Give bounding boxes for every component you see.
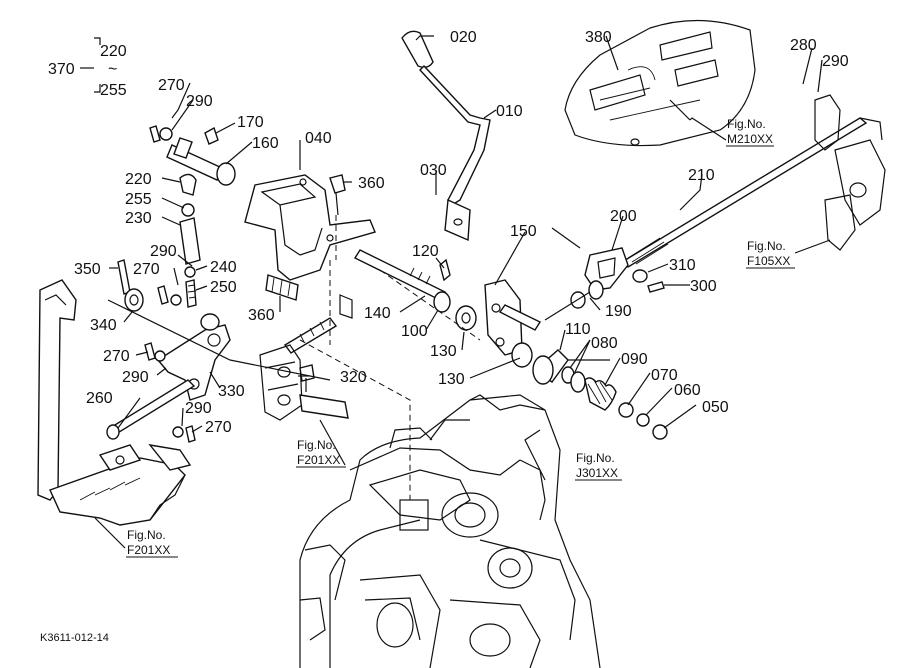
- label-020: 020: [450, 29, 477, 46]
- label-290-lower: 290: [122, 369, 149, 386]
- ref-f105-fig: Fig.No.: [747, 239, 786, 253]
- drawing-code: K3611-012-14: [40, 632, 109, 644]
- label-030: 030: [420, 162, 447, 179]
- label-300: 300: [690, 278, 717, 295]
- ref-f201-center-fig: Fig.No.: [297, 438, 336, 452]
- label-340: 340: [90, 317, 117, 334]
- label-060: 060: [674, 382, 701, 399]
- label-370: 370: [48, 61, 75, 78]
- label-050: 050: [702, 399, 729, 416]
- ref-j301-code: J301XX: [576, 466, 618, 480]
- shaft-assembly-f201: [259, 294, 353, 421]
- pin-350-washer-340: [117, 259, 182, 312]
- label-230: 230: [125, 210, 152, 227]
- rear-cover-380: [564, 19, 756, 147]
- ref-m210-fig: Fig.No.: [727, 117, 766, 131]
- label-210: 210: [688, 167, 715, 184]
- label-100: 100: [401, 323, 428, 340]
- label-350: 350: [74, 261, 101, 278]
- label-190: 190: [605, 303, 632, 320]
- label-280: 280: [790, 37, 817, 54]
- lever-330: [144, 313, 231, 401]
- label-250: 250: [210, 279, 237, 296]
- ref-f105-code: F105XX: [747, 254, 790, 268]
- upper-shaft-160: [149, 125, 236, 196]
- ref-f201-left-code: F201XX: [127, 543, 170, 557]
- transmission-housing: [299, 394, 601, 668]
- part-labels: 370 220 ~ 255 270 290 170 160 040 220 25…: [48, 29, 849, 436]
- label-160: 160: [252, 135, 279, 152]
- label-010: 010: [496, 103, 523, 120]
- label-380: 380: [585, 29, 612, 46]
- label-290-bottom: 290: [185, 400, 212, 417]
- label-070: 070: [651, 367, 678, 384]
- label-290-right: 290: [822, 53, 849, 70]
- label-310: 310: [669, 257, 696, 274]
- label-120: 120: [412, 243, 439, 260]
- label-220-range-start: 220: [100, 43, 127, 60]
- label-290-top: 290: [186, 93, 213, 110]
- label-220: 220: [125, 171, 152, 188]
- label-range-tilde: ~: [108, 61, 117, 78]
- bracket-040: [244, 174, 376, 301]
- figure-references: Fig.No. M210XX Fig.No. F105XX Fig.No. F2…: [126, 117, 795, 558]
- label-080: 080: [591, 335, 618, 352]
- label-270-top: 270: [158, 77, 185, 94]
- label-255: 255: [125, 191, 152, 208]
- shift-shaft-assembly: [353, 249, 542, 368]
- right-bracket: [814, 94, 886, 251]
- label-130-lower: 130: [438, 371, 465, 388]
- label-140: 140: [364, 305, 391, 322]
- label-270-mid: 270: [133, 261, 160, 278]
- shift-lever: [401, 30, 491, 242]
- ref-j301-fig: Fig.No.: [576, 451, 615, 465]
- label-270-bottom: 270: [205, 419, 232, 436]
- label-090: 090: [621, 351, 648, 368]
- ref-m210-code: M210XX: [727, 132, 773, 146]
- label-040: 040: [305, 130, 332, 147]
- ref-f201-left-fig: Fig.No.: [127, 528, 166, 542]
- label-360-bottom: 360: [248, 307, 275, 324]
- label-290-mid: 290: [150, 243, 177, 260]
- label-255-range-end: 255: [100, 82, 127, 99]
- lever-200-group: [544, 227, 665, 321]
- rod-230-stack: [179, 203, 201, 308]
- label-360-top: 360: [358, 175, 385, 192]
- label-200: 200: [610, 208, 637, 225]
- label-260: 260: [86, 390, 113, 407]
- leader-lines: [80, 35, 831, 549]
- label-150: 150: [510, 223, 537, 240]
- label-320: 320: [340, 369, 367, 386]
- ref-f201-center-code: F201XX: [297, 453, 340, 467]
- label-110: 110: [565, 321, 591, 338]
- rod-260: [106, 379, 196, 443]
- label-270-lower: 270: [103, 348, 130, 365]
- pedal-assembly: [37, 279, 192, 526]
- label-330: 330: [218, 383, 245, 400]
- label-240: 240: [210, 259, 237, 276]
- label-170: 170: [237, 114, 264, 131]
- label-130-upper: 130: [430, 343, 457, 360]
